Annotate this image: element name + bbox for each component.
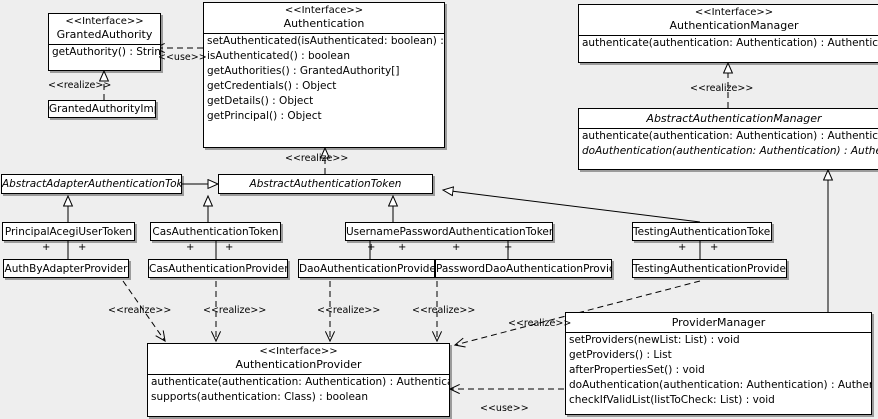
class-header: <<Interface>> GrantedAuthority (49, 14, 160, 44)
method-row: isAuthenticated() : boolean (207, 50, 350, 62)
association-marker: + (452, 242, 461, 253)
method-row: getAuthorities() : GrantedAuthority[] (207, 65, 400, 77)
class-divider (148, 374, 449, 375)
class-name: Authentication (283, 17, 365, 30)
class-authentication-manager[interactable]: <<Interface>> AuthenticationManager auth… (578, 4, 878, 63)
edge-label-realize-passworddaoauthenticationprovider: <<realize>> (412, 305, 476, 316)
edge-label-realize-abstractauthenticationmanager: <<realize>> (690, 83, 754, 94)
class-cas-authentication-provider[interactable]: CasAuthenticationProvider (148, 259, 288, 278)
class-divider (204, 33, 444, 34)
method-row: setAuthenticated(isAuthenticated: boolea… (207, 35, 444, 47)
class-divider (579, 35, 878, 36)
class-authentication-provider[interactable]: <<Interface>> AuthenticationProvider aut… (147, 343, 450, 417)
class-authentication[interactable]: <<Interface>> Authentication setAuthenti… (203, 2, 445, 148)
method-row: afterPropertiesSet() : void (569, 364, 705, 376)
association-marker: + (186, 242, 195, 253)
class-name: GrantedAuthority (56, 28, 153, 41)
class-dao-authentication-provider[interactable]: DaoAuthenticationProvider (298, 259, 435, 278)
association-marker: + (78, 242, 87, 253)
class-name: AuthenticationManager (669, 19, 799, 32)
association-marker: + (42, 242, 51, 253)
edge-label-realize-abstractauthenticationtoken: <<realize>> (285, 153, 349, 164)
association-marker: + (504, 242, 513, 253)
edge-label-realize-daoauthenticationprovider: <<realize>> (317, 305, 381, 316)
association-marker: + (678, 242, 687, 253)
edge-label-realize-grantedauthorityimpl: <<realize>> (48, 80, 112, 91)
association-marker: + (710, 242, 719, 253)
class-header: <<Interface>> AuthenticationManager (579, 5, 878, 35)
class-name: AbstractAuthenticationManager (646, 112, 822, 125)
method-row: setProviders(newList: List) : void (569, 334, 740, 346)
method-row: checkIfValidList(listToCheck: List) : vo… (569, 394, 775, 406)
class-principal-acegi-user-token[interactable]: PrincipalAcegiUserToken (2, 222, 135, 241)
class-header: <<Interface>> Authentication (204, 3, 444, 33)
edge-label-use-grantedauthority: <<use>> (158, 52, 207, 63)
edge-generalization-testingauthenticationtoken (443, 190, 701, 223)
class-granted-authority-impl[interactable]: GrantedAuthorityImpl (48, 100, 156, 118)
class-provider-manager[interactable]: ProviderManager setProviders(newList: Li… (565, 312, 872, 415)
class-name: ProviderManager (671, 316, 766, 329)
class-methods: authenticate(authentication: Authenticat… (579, 36, 878, 51)
method-row: doAuthentication(authentication: Authent… (569, 379, 871, 391)
edge-label-realize-casauthenticationprovider: <<realize>> (203, 305, 267, 316)
class-abstract-adapter-authentication-token[interactable]: AbstractAdapterAuthenticationToken (1, 174, 182, 194)
class-stereotype: <<Interface>> (284, 5, 364, 16)
class-cas-authentication-token[interactable]: CasAuthenticationToken (150, 222, 281, 241)
class-testing-authentication-provider[interactable]: TestingAuthenticationProvider (632, 259, 787, 278)
class-methods: getAuthority() : String (49, 45, 160, 60)
class-methods: authenticate(authentication: Authenticat… (148, 375, 449, 405)
class-abstract-authentication-manager[interactable]: AbstractAuthenticationManager authentica… (578, 108, 878, 170)
method-row: authenticate(authentication: Authenticat… (582, 37, 878, 49)
class-methods: setProviders(newList: List) : void getPr… (566, 333, 871, 408)
edge-label-realize-testingauthenticationprovider: <<realize>> (508, 318, 572, 329)
method-row: authenticate(authentication: Authenticat… (151, 376, 449, 388)
class-divider (49, 44, 160, 45)
class-password-dao-authentication-provider[interactable]: PasswordDaoAuthenticationProvider (435, 259, 612, 278)
class-stereotype: <<Interface>> (259, 346, 338, 357)
class-auth-by-adapter-provider[interactable]: AuthByAdapterProvider (3, 259, 129, 278)
class-methods: authenticate(authentication: Authenticat… (579, 129, 878, 159)
class-divider (566, 332, 871, 333)
class-testing-authentication-token[interactable]: TestingAuthenticationToken (632, 222, 772, 241)
method-row: getCredentials() : Object (207, 80, 337, 92)
class-stereotype: <<Interface>> (694, 7, 774, 18)
class-abstract-authentication-token[interactable]: AbstractAuthenticationToken (218, 174, 433, 194)
association-marker: + (398, 242, 407, 253)
class-header: <<Interface>> AuthenticationProvider (148, 344, 449, 374)
class-divider (579, 128, 878, 129)
method-row: doAuthentication(authentication: Authent… (582, 145, 878, 157)
class-stereotype: <<Interface>> (65, 16, 144, 27)
class-username-password-authentication-token[interactable]: UsernamePasswordAuthenticationToken (345, 222, 553, 241)
method-row: authenticate(authentication: Authenticat… (582, 130, 878, 142)
method-row: supports(authentication: Class) : boolea… (151, 391, 368, 403)
edge-label-use-providermanager: <<use>> (480, 403, 529, 414)
class-header: ProviderManager (566, 313, 871, 332)
association-marker: + (367, 242, 376, 253)
edge-label-realize-authbyadapterprovider: <<realize>> (108, 305, 172, 316)
method-row: getAuthority() : String (52, 46, 160, 58)
method-row: getPrincipal() : Object (207, 110, 322, 122)
class-name: AuthenticationProvider (235, 358, 362, 371)
class-header: AbstractAuthenticationManager (579, 109, 878, 128)
class-granted-authority[interactable]: <<Interface>> GrantedAuthority getAuthor… (48, 13, 161, 71)
method-row: getDetails() : Object (207, 95, 314, 107)
method-row: getProviders() : List (569, 349, 672, 361)
association-marker: + (225, 242, 234, 253)
class-methods: setAuthenticated(isAuthenticated: boolea… (204, 34, 444, 124)
